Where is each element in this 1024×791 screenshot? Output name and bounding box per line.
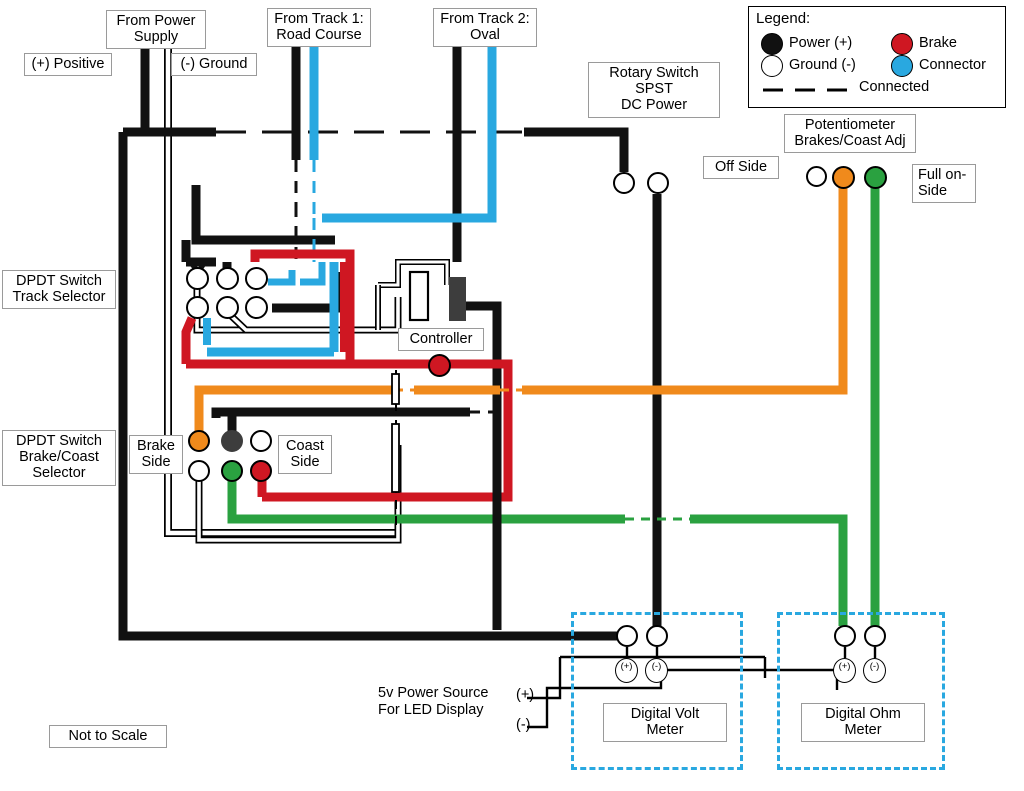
legend-ground-dot bbox=[761, 55, 783, 77]
legend-connected-label: Connected bbox=[859, 79, 930, 95]
bc-sel-white-top[interactable] bbox=[250, 430, 272, 452]
label-rotary-switch: Rotary Switch SPST DC Power bbox=[588, 62, 720, 118]
bc-sel-red[interactable] bbox=[250, 460, 272, 482]
label-dpdt-brake-coast: DPDT Switch Brake/Coast Selector bbox=[2, 430, 116, 486]
label-off-side: Off Side bbox=[703, 156, 779, 180]
track-sel-t1[interactable] bbox=[186, 267, 209, 290]
ohm-pin-plus[interactable]: (+) bbox=[833, 658, 856, 683]
rotary-terminal-right[interactable] bbox=[647, 172, 669, 194]
legend-connector-label: Connector bbox=[919, 57, 986, 73]
volt-pin-minus[interactable]: (-) bbox=[645, 658, 668, 683]
label-5v-power-source: 5v Power Source For LED Display bbox=[378, 685, 489, 718]
label-coast-side: Coast Side bbox=[278, 435, 332, 475]
label-brake-side: Brake Side bbox=[129, 435, 183, 475]
connector-wires bbox=[203, 38, 497, 357]
label-digital-volt-meter: Digital Volt Meter bbox=[603, 703, 727, 743]
label-full-on-side: Full on- Side bbox=[912, 164, 976, 204]
controller-body bbox=[408, 270, 466, 322]
rotary-terminal-left[interactable] bbox=[613, 172, 635, 194]
legend-brake-label: Brake bbox=[919, 35, 957, 51]
track-sel-t4[interactable] bbox=[186, 296, 209, 319]
ohm-terminal-right[interactable] bbox=[864, 625, 886, 647]
volt-pin-plus-label: (+) bbox=[620, 661, 633, 672]
volt-terminal-left[interactable] bbox=[616, 625, 638, 647]
track-sel-t2[interactable] bbox=[216, 267, 239, 290]
legend-brake-dot bbox=[891, 33, 913, 55]
ohm-pin-minus-label: (-) bbox=[869, 661, 880, 672]
ohm-pin-minus[interactable]: (-) bbox=[863, 658, 886, 683]
bc-sel-green[interactable] bbox=[221, 460, 243, 482]
legend-connected-dash-icon bbox=[763, 88, 847, 92]
label-not-to-scale: Not to Scale bbox=[49, 725, 167, 749]
legend-power-dot bbox=[761, 33, 783, 55]
label-positive: (+) Positive bbox=[24, 53, 112, 77]
label-plus-lead: (+) bbox=[516, 687, 535, 703]
label-from-power-supply: From Power Supply bbox=[106, 10, 206, 50]
label-minus-lead: (-) bbox=[516, 717, 531, 733]
track-sel-t3[interactable] bbox=[245, 267, 268, 290]
label-from-track-1: From Track 1: Road Course bbox=[267, 8, 371, 48]
bc-sel-orange[interactable] bbox=[188, 430, 210, 452]
connection-marks bbox=[391, 370, 502, 630]
pot-terminal-wiper[interactable] bbox=[832, 166, 855, 189]
pot-terminal-off[interactable] bbox=[806, 166, 827, 187]
brake-wires bbox=[181, 249, 513, 502]
controller-dark-block bbox=[449, 277, 466, 321]
legend-ground-label: Ground (-) bbox=[789, 57, 856, 73]
pot-terminal-full-on[interactable] bbox=[864, 166, 887, 189]
volt-pin-plus[interactable]: (+) bbox=[615, 658, 638, 683]
volt-terminal-right[interactable] bbox=[646, 625, 668, 647]
brake-node bbox=[428, 354, 451, 377]
ohm-terminal-left[interactable] bbox=[834, 625, 856, 647]
label-ground: (-) Ground bbox=[171, 53, 257, 77]
label-digital-ohm-meter: Digital Ohm Meter bbox=[801, 703, 925, 743]
bc-sel-dark[interactable] bbox=[221, 430, 243, 452]
label-controller: Controller bbox=[398, 328, 484, 352]
orange-wires bbox=[194, 186, 848, 438]
legend-title: Legend: bbox=[756, 10, 811, 27]
track-sel-t6[interactable] bbox=[245, 296, 268, 319]
controller-light-block bbox=[408, 270, 430, 322]
legend-connector-dot bbox=[891, 55, 913, 77]
volt-meter-enclosure bbox=[571, 612, 743, 770]
label-potentiometer: Potentiometer Brakes/Coast Adj bbox=[784, 114, 916, 154]
label-dpdt-track-selector: DPDT Switch Track Selector bbox=[2, 270, 116, 310]
track-sel-t5[interactable] bbox=[216, 296, 239, 319]
label-from-track-2: From Track 2: Oval bbox=[433, 8, 537, 48]
ohm-meter-enclosure bbox=[777, 612, 945, 770]
ohm-pin-plus-label: (+) bbox=[838, 661, 851, 672]
legend: Legend: Power (+) Ground (-) Brake Conne… bbox=[748, 6, 1006, 108]
volt-pin-minus-label: (-) bbox=[651, 661, 662, 672]
bc-sel-white-bottom[interactable] bbox=[188, 460, 210, 482]
legend-power-label: Power (+) bbox=[789, 35, 853, 51]
